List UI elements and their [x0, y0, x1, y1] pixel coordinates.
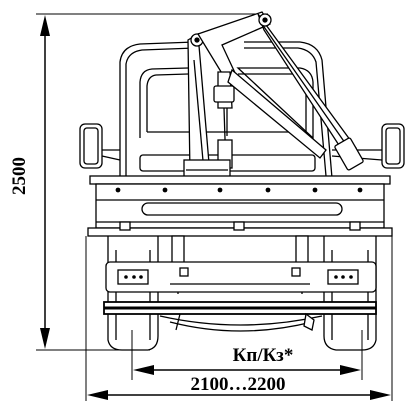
width-dimensions	[85, 236, 393, 401]
track-arrow-left	[133, 365, 154, 375]
left-mirror	[79, 123, 121, 169]
height-arrow-bottom	[40, 328, 50, 349]
width-arrow-right	[370, 390, 391, 400]
cargo-bed-top-rail	[89, 175, 391, 185]
truck-front-view	[79, 11, 405, 351]
height-dimension	[36, 13, 268, 351]
crane-column	[187, 32, 211, 176]
rear-axle	[159, 315, 323, 326]
track-arrow-right	[340, 365, 361, 375]
right-wheel	[323, 236, 377, 351]
height-label: 2500	[9, 157, 30, 195]
cargo-bed-rivets	[115, 187, 363, 193]
crane-secondary-arm	[227, 68, 327, 159]
windshield	[139, 67, 314, 140]
cab-outline	[119, 41, 333, 179]
left-wheel	[107, 236, 159, 351]
tow-hitch	[303, 312, 315, 331]
cargo-bed-reinforcement	[141, 202, 343, 216]
crane-base	[183, 159, 231, 179]
crane	[183, 11, 364, 179]
width-label: 2100…2200	[191, 374, 286, 395]
cargo-bed-panel	[95, 183, 385, 229]
crane-boom-tip	[334, 137, 364, 171]
width-arrow-left	[87, 390, 108, 400]
cab-inner-outline	[125, 47, 327, 177]
height-arrow-top	[40, 15, 50, 36]
track-label: Кп/Кз*	[233, 345, 294, 366]
